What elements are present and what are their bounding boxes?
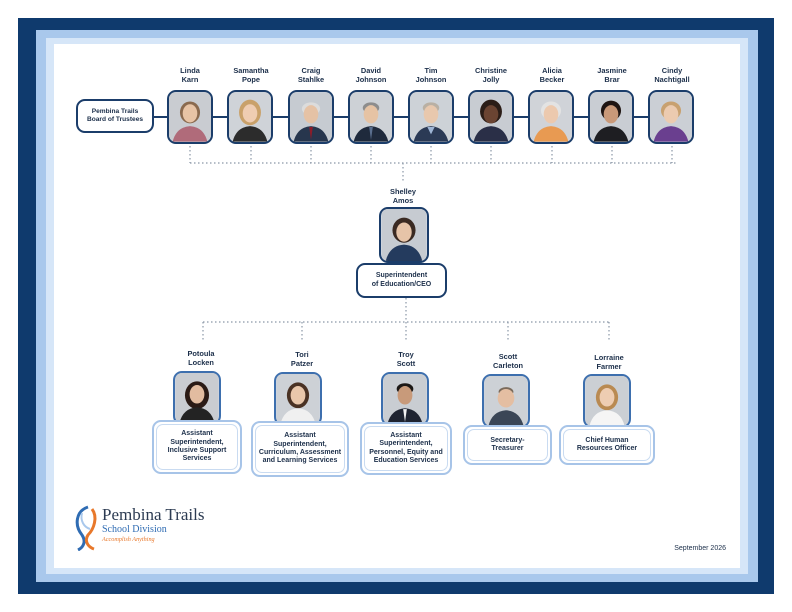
trustee-name: Alicia Becker (539, 66, 565, 84)
superintendent-photo (379, 207, 429, 263)
staff-name: Scott Carleton (493, 352, 523, 370)
staff-title: Secretary- Treasurer (490, 436, 525, 452)
staff-photo (482, 374, 530, 428)
trustee-name: Craig Stahlke (297, 66, 325, 84)
trustee-name: David Johnson (355, 66, 387, 84)
staff-photo (274, 372, 322, 426)
staff-title-box: Assistant Superintendent, Inclusive Supp… (152, 420, 242, 474)
chart-date: September 2026 (674, 545, 726, 552)
trustee-photo (528, 90, 574, 144)
pembina-trails-logo: Pembina Trails School Division Accomplis… (72, 505, 242, 551)
trustee-name: Jasmine Brar (597, 66, 627, 84)
superintendent-title: Superintendent of Education/CEO (371, 272, 432, 288)
trustee-name: Linda Karn (180, 66, 200, 84)
trustee-photo (408, 90, 454, 144)
staff-title: Assistant Superintendent, Curriculum, As… (258, 432, 342, 465)
staff-title-box: Chief Human Resources Officer (559, 425, 655, 465)
trustee-photo (648, 90, 694, 144)
staff-title-box: Assistant Superintendent, Personnel, Equ… (360, 422, 452, 475)
trustee-photo (588, 90, 634, 144)
logo-name: Pembina Trails (102, 505, 205, 524)
trustee-name: Christine Jolly (474, 66, 508, 84)
staff-title-box: Secretary- Treasurer (463, 425, 552, 465)
trustee-photo (227, 90, 273, 144)
staff-name: Lorraine Farmer (594, 353, 624, 371)
trustee-name: Tim Johnson (415, 66, 447, 84)
trustee-name: Cindy Nachtigall (654, 66, 690, 84)
trustee-photo (167, 90, 213, 144)
trustee-photo (348, 90, 394, 144)
staff-name: Troy Scott (396, 350, 416, 368)
staff-photo (173, 371, 221, 425)
superintendent-title-box: Superintendent of Education/CEO (356, 263, 447, 298)
trustee-name: Samantha Pope (233, 66, 269, 84)
board-label-text: Pembina Trails Board of Trustees (86, 107, 144, 123)
staff-name: Tori Patzer (290, 350, 314, 368)
staff-name: Potoula Locken (187, 349, 215, 367)
logo-subtitle: School Division (102, 524, 167, 535)
staff-title-box: Assistant Superintendent, Curriculum, As… (251, 421, 349, 477)
staff-title: Chief Human Resources Officer (576, 436, 638, 452)
logo-mark-icon (75, 505, 97, 551)
logo-tagline: Accomplish Anything (102, 536, 155, 543)
staff-photo (381, 372, 429, 426)
staff-title: Assistant Superintendent, Inclusive Supp… (167, 430, 227, 463)
staff-title: Assistant Superintendent, Personnel, Equ… (369, 431, 443, 464)
board-of-trustees-label: Pembina Trails Board of Trustees (76, 99, 154, 133)
trustee-photo (468, 90, 514, 144)
superintendent-name: Shelley Amos (390, 187, 416, 205)
trustee-photo (288, 90, 334, 144)
staff-photo (583, 374, 631, 428)
